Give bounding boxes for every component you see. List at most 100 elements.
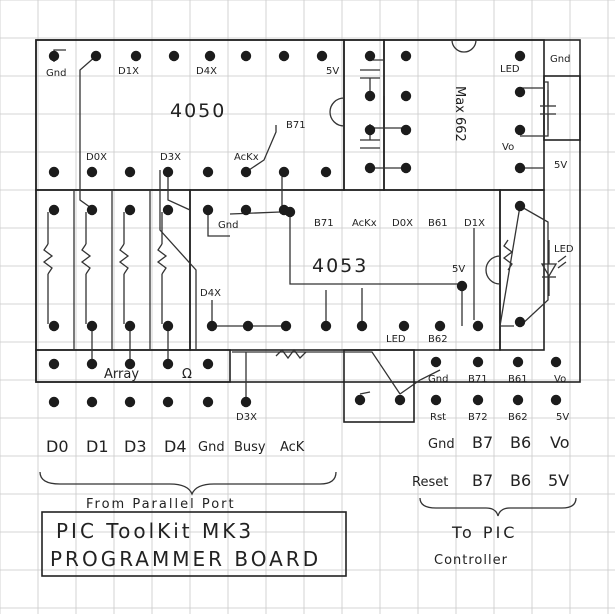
label-d1x-4053: D1X <box>464 218 485 229</box>
solder-pad <box>472 356 484 368</box>
resistor-6 <box>275 348 307 360</box>
solder-pad <box>514 50 526 62</box>
solder-pad <box>86 204 98 216</box>
label-ackx-4053: AcKx <box>352 218 377 229</box>
solder-pad <box>124 320 136 332</box>
solder-pad <box>124 358 136 370</box>
label-gnd-top: Gnd <box>46 68 66 79</box>
label-r-b61: B61 <box>508 374 528 385</box>
resistor-2 <box>80 243 92 275</box>
solder-pad <box>240 396 252 408</box>
label-pic-b6: B6 <box>510 433 531 452</box>
solder-pad <box>356 320 368 332</box>
label-chip-4053: 4053 <box>312 255 368 277</box>
solder-pad <box>124 166 136 178</box>
parallel-port-brace <box>39 471 337 496</box>
solder-pad <box>514 316 526 328</box>
label-ackx-mid: AcKx <box>234 152 259 163</box>
solder-pad <box>86 320 98 332</box>
solder-pad <box>48 320 60 332</box>
label-vo-right: Vo <box>502 142 514 153</box>
solder-pad <box>204 50 216 62</box>
solder-pad <box>124 396 136 408</box>
label-r-rst: Rst <box>430 412 446 423</box>
main-board-outline <box>35 39 581 383</box>
label-5v-4053: 5V <box>452 264 465 275</box>
label-d3x-mid: D3X <box>160 152 181 163</box>
solder-pad <box>512 394 524 406</box>
label-b62-low: B62 <box>428 334 448 345</box>
array-resistor-outline <box>35 349 231 383</box>
board-outlines <box>35 39 581 577</box>
label-r-b72: B72 <box>468 412 488 423</box>
solder-pad <box>90 50 102 62</box>
label-parallel-gnd: Gnd <box>198 440 225 455</box>
label-led-right: LED <box>500 64 520 75</box>
solder-pad <box>400 162 412 174</box>
resistor-5 <box>502 239 514 271</box>
solder-pad <box>456 280 468 292</box>
solder-pad <box>162 166 174 178</box>
wires <box>39 49 577 517</box>
solder-pad <box>202 358 214 370</box>
solder-pad <box>86 396 98 408</box>
solder-pad <box>240 166 252 178</box>
solder-pad <box>472 320 484 332</box>
label-d1x-top: D1X <box>118 66 139 77</box>
label-b71-4053: B71 <box>314 218 334 229</box>
solder-pad <box>514 162 526 174</box>
solder-pad <box>512 356 524 368</box>
solder-pad <box>514 86 526 98</box>
label-d3x-bottom: D3X <box>236 412 257 423</box>
solder-pad <box>430 394 442 406</box>
label-parallel-ack: AcK <box>280 440 305 455</box>
solder-pad <box>400 124 412 136</box>
label-parallel-busy: Busy <box>234 440 266 455</box>
chip-4053-notch <box>485 255 501 285</box>
solder-pad <box>240 204 252 216</box>
solder-pad <box>162 204 174 216</box>
label-array: Array <box>104 367 139 382</box>
solder-pad <box>364 162 376 174</box>
resistor-1 <box>42 243 54 275</box>
led-block-outline <box>499 189 545 351</box>
label-pic-b7b: B7 <box>472 471 493 490</box>
solder-pad <box>400 50 412 62</box>
solder-pad <box>364 90 376 102</box>
jumper-block-outline <box>343 349 415 423</box>
label-chip-max662: Max 662 <box>452 86 467 142</box>
label-parallel-d1: D1 <box>86 437 109 456</box>
solder-pad <box>48 396 60 408</box>
solder-pad <box>364 50 376 62</box>
solder-pad <box>86 166 98 178</box>
solder-pad <box>202 396 214 408</box>
solder-pad <box>398 320 410 332</box>
solder-pad <box>240 50 252 62</box>
label-r-gnd: Gnd <box>428 374 448 385</box>
label-controller: Controller <box>434 553 508 568</box>
label-r-b62: B62 <box>508 412 528 423</box>
solder-pad <box>316 50 328 62</box>
resistor-3 <box>118 243 130 275</box>
label-r-vo: Vo <box>554 374 566 385</box>
solder-pad <box>364 124 376 136</box>
chip-max662-notch <box>451 39 477 53</box>
solder-pad <box>202 204 214 216</box>
solder-pad <box>394 394 406 406</box>
solder-pad <box>48 166 60 178</box>
label-gnd-4053: Gnd <box>218 220 238 231</box>
label-led-low: LED <box>386 334 406 345</box>
label-d4x-top: D4X <box>196 66 217 77</box>
solder-pad <box>130 50 142 62</box>
solder-pad <box>320 166 332 178</box>
label-led-diode: LED <box>554 244 574 255</box>
title-box <box>41 511 347 577</box>
solder-pad <box>86 358 98 370</box>
solder-pad <box>48 50 60 62</box>
solder-pad <box>168 50 180 62</box>
right-capacitor-outline <box>543 75 581 141</box>
solder-pad <box>400 90 412 102</box>
label-pic-b7: B7 <box>472 433 493 452</box>
solder-pad <box>162 320 174 332</box>
